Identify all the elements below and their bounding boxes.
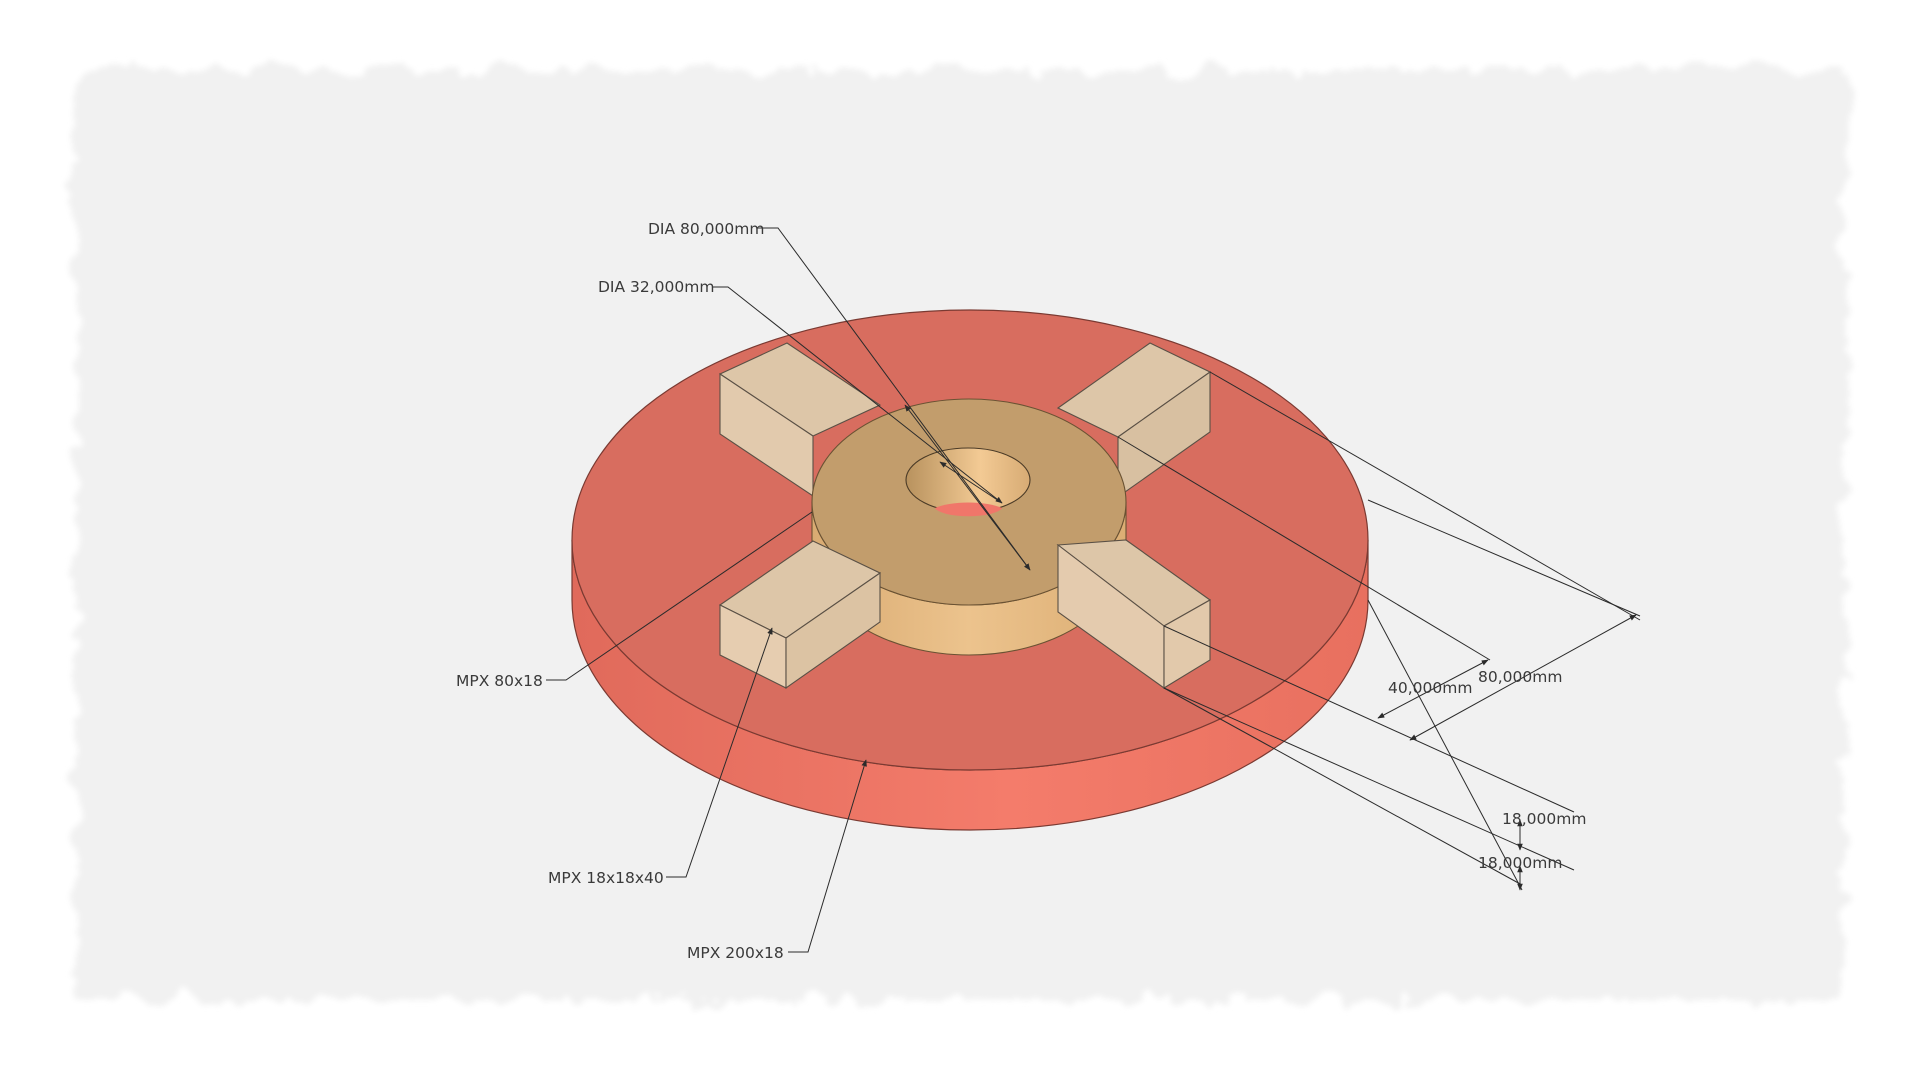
label-dim-block-length: 40,000mm xyxy=(1388,679,1472,697)
block-front-left xyxy=(718,540,882,690)
label-dia-outer: DIA 80,000mm xyxy=(648,220,764,238)
label-disc-part: MPX 200x18 xyxy=(687,944,784,962)
label-dim-disc-height: 18,000mm xyxy=(1478,854,1562,872)
label-dim-block-height: 18,000mm xyxy=(1502,810,1586,828)
dimension-lines xyxy=(546,227,1641,953)
label-dia-inner: DIA 32,000mm xyxy=(598,278,714,296)
block-front-right xyxy=(1056,539,1212,690)
label-ring-part: MPX 80x18 xyxy=(456,672,543,690)
hole-bottom xyxy=(935,502,1002,517)
label-dim-offset: 80,000mm xyxy=(1478,668,1562,686)
ring-part xyxy=(811,398,1127,656)
label-block-part: MPX 18x18x40 xyxy=(548,869,664,887)
